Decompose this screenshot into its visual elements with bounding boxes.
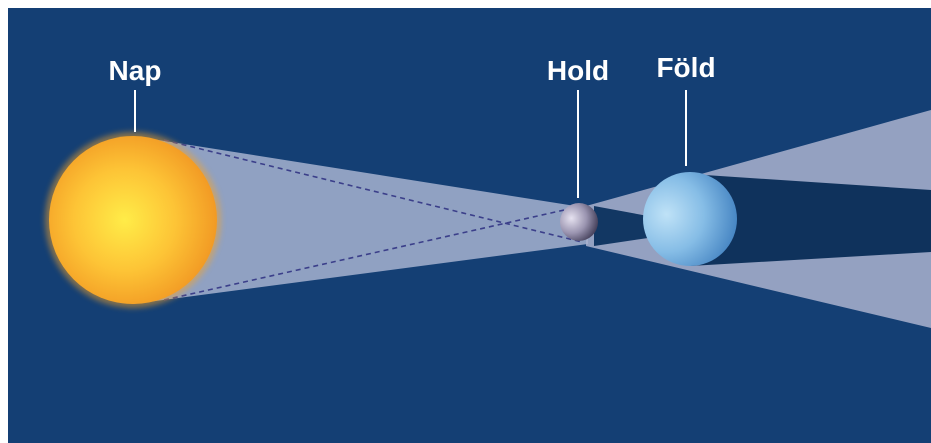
earth-shadow (690, 174, 931, 266)
sun (49, 136, 217, 304)
moon (560, 203, 598, 241)
earth-label: Föld (656, 52, 715, 83)
sunlight-cone (133, 136, 588, 304)
earth (643, 172, 737, 266)
moon-label: Hold (547, 55, 609, 86)
moon-shadow-cone (594, 206, 648, 246)
sun-label: Nap (109, 55, 162, 86)
eclipse-diagram: Nap Hold Föld (8, 8, 931, 443)
